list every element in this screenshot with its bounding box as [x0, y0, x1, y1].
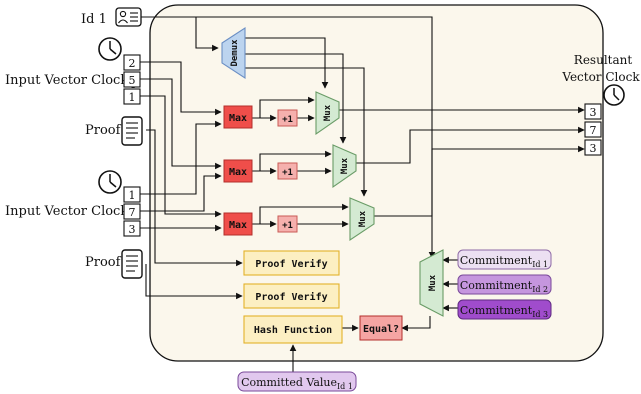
equal-block: Equal? [359, 315, 403, 341]
mux-label: Mux [340, 157, 350, 174]
id-label: Id 1 [81, 12, 107, 27]
scroll-icon [121, 116, 143, 146]
commitment-mux-label: Mux [428, 274, 438, 291]
resultant-label: Vector Clock [561, 70, 640, 84]
hash-function-block: Hash Function [243, 315, 343, 344]
vector-clock-2: 1 7 3 [123, 186, 141, 237]
mux-block: Mux [332, 144, 357, 189]
max-block: Max [223, 212, 253, 236]
increment-label: +1 [282, 221, 293, 231]
clock-icon [98, 170, 122, 194]
clock-icon [98, 37, 122, 61]
max-label: Max [229, 220, 247, 231]
resultant-vector-clock: 3 7 3 [584, 103, 602, 156]
clock-icon [603, 84, 625, 106]
proof-verify-label: Proof Verify [255, 258, 327, 270]
committed-value: Committed ValueId 1 [237, 371, 357, 392]
id-card-icon [115, 7, 142, 27]
proof-verify-label: Proof Verify [255, 291, 327, 303]
commitment-label: CommitmentId 2 [460, 279, 548, 294]
demux-label: Demux [230, 39, 240, 67]
hash-function-label: Hash Function [254, 324, 332, 336]
commitment-label: CommitmentId 3 [460, 304, 548, 319]
mux-label: Mux [323, 104, 333, 121]
vector-clock-1-value: 2 [129, 57, 136, 70]
increment-block: +1 [277, 215, 298, 233]
increment-block: +1 [277, 109, 298, 127]
committed-value-label: Committed ValueId 1 [241, 376, 353, 391]
proof-verify-block: Proof Verify [243, 250, 340, 276]
mux-block: Mux [315, 91, 340, 136]
vector-clock-1-value: 5 [129, 74, 136, 87]
increment-label: +1 [282, 115, 293, 125]
max-block: Max [223, 159, 253, 183]
commitment-id3: CommitmentId 3 [457, 299, 552, 320]
resultant-label: Resultant [574, 53, 633, 67]
commitment-mux-block: Mux [419, 249, 444, 317]
commitment-id1: CommitmentId 1 [457, 249, 552, 270]
resultant-value: 7 [590, 124, 597, 137]
resultant-cell [584, 139, 602, 156]
scroll-icon [121, 249, 143, 279]
demux-block: Demux [221, 26, 246, 80]
mux-block: Mux [349, 197, 375, 242]
vector-clock-2-value: 3 [129, 223, 136, 236]
vector-clock-1-value: 1 [129, 91, 136, 104]
commitment-label: CommitmentId 1 [460, 254, 548, 269]
resultant-cell [584, 103, 602, 120]
equal-label: Equal? [363, 324, 399, 335]
resultant-value: 3 [590, 142, 597, 155]
max-label: Max [229, 113, 247, 124]
vector-clock-2-value: 1 [129, 189, 136, 202]
connection-wires [140, 16, 585, 372]
mux-label: Mux [358, 210, 368, 227]
increment-block: +1 [277, 162, 298, 180]
resultant-value: 3 [590, 106, 597, 119]
resultant-cell [584, 121, 602, 138]
max-block: Max [223, 105, 253, 129]
vector-clock-1: 2 5 1 [123, 54, 141, 105]
proof-verify-block: Proof Verify [243, 283, 340, 309]
commitment-id2: CommitmentId 2 [457, 274, 552, 295]
vector-clock-2-value: 7 [129, 206, 136, 219]
increment-label: +1 [282, 168, 293, 178]
max-label: Max [229, 167, 247, 178]
